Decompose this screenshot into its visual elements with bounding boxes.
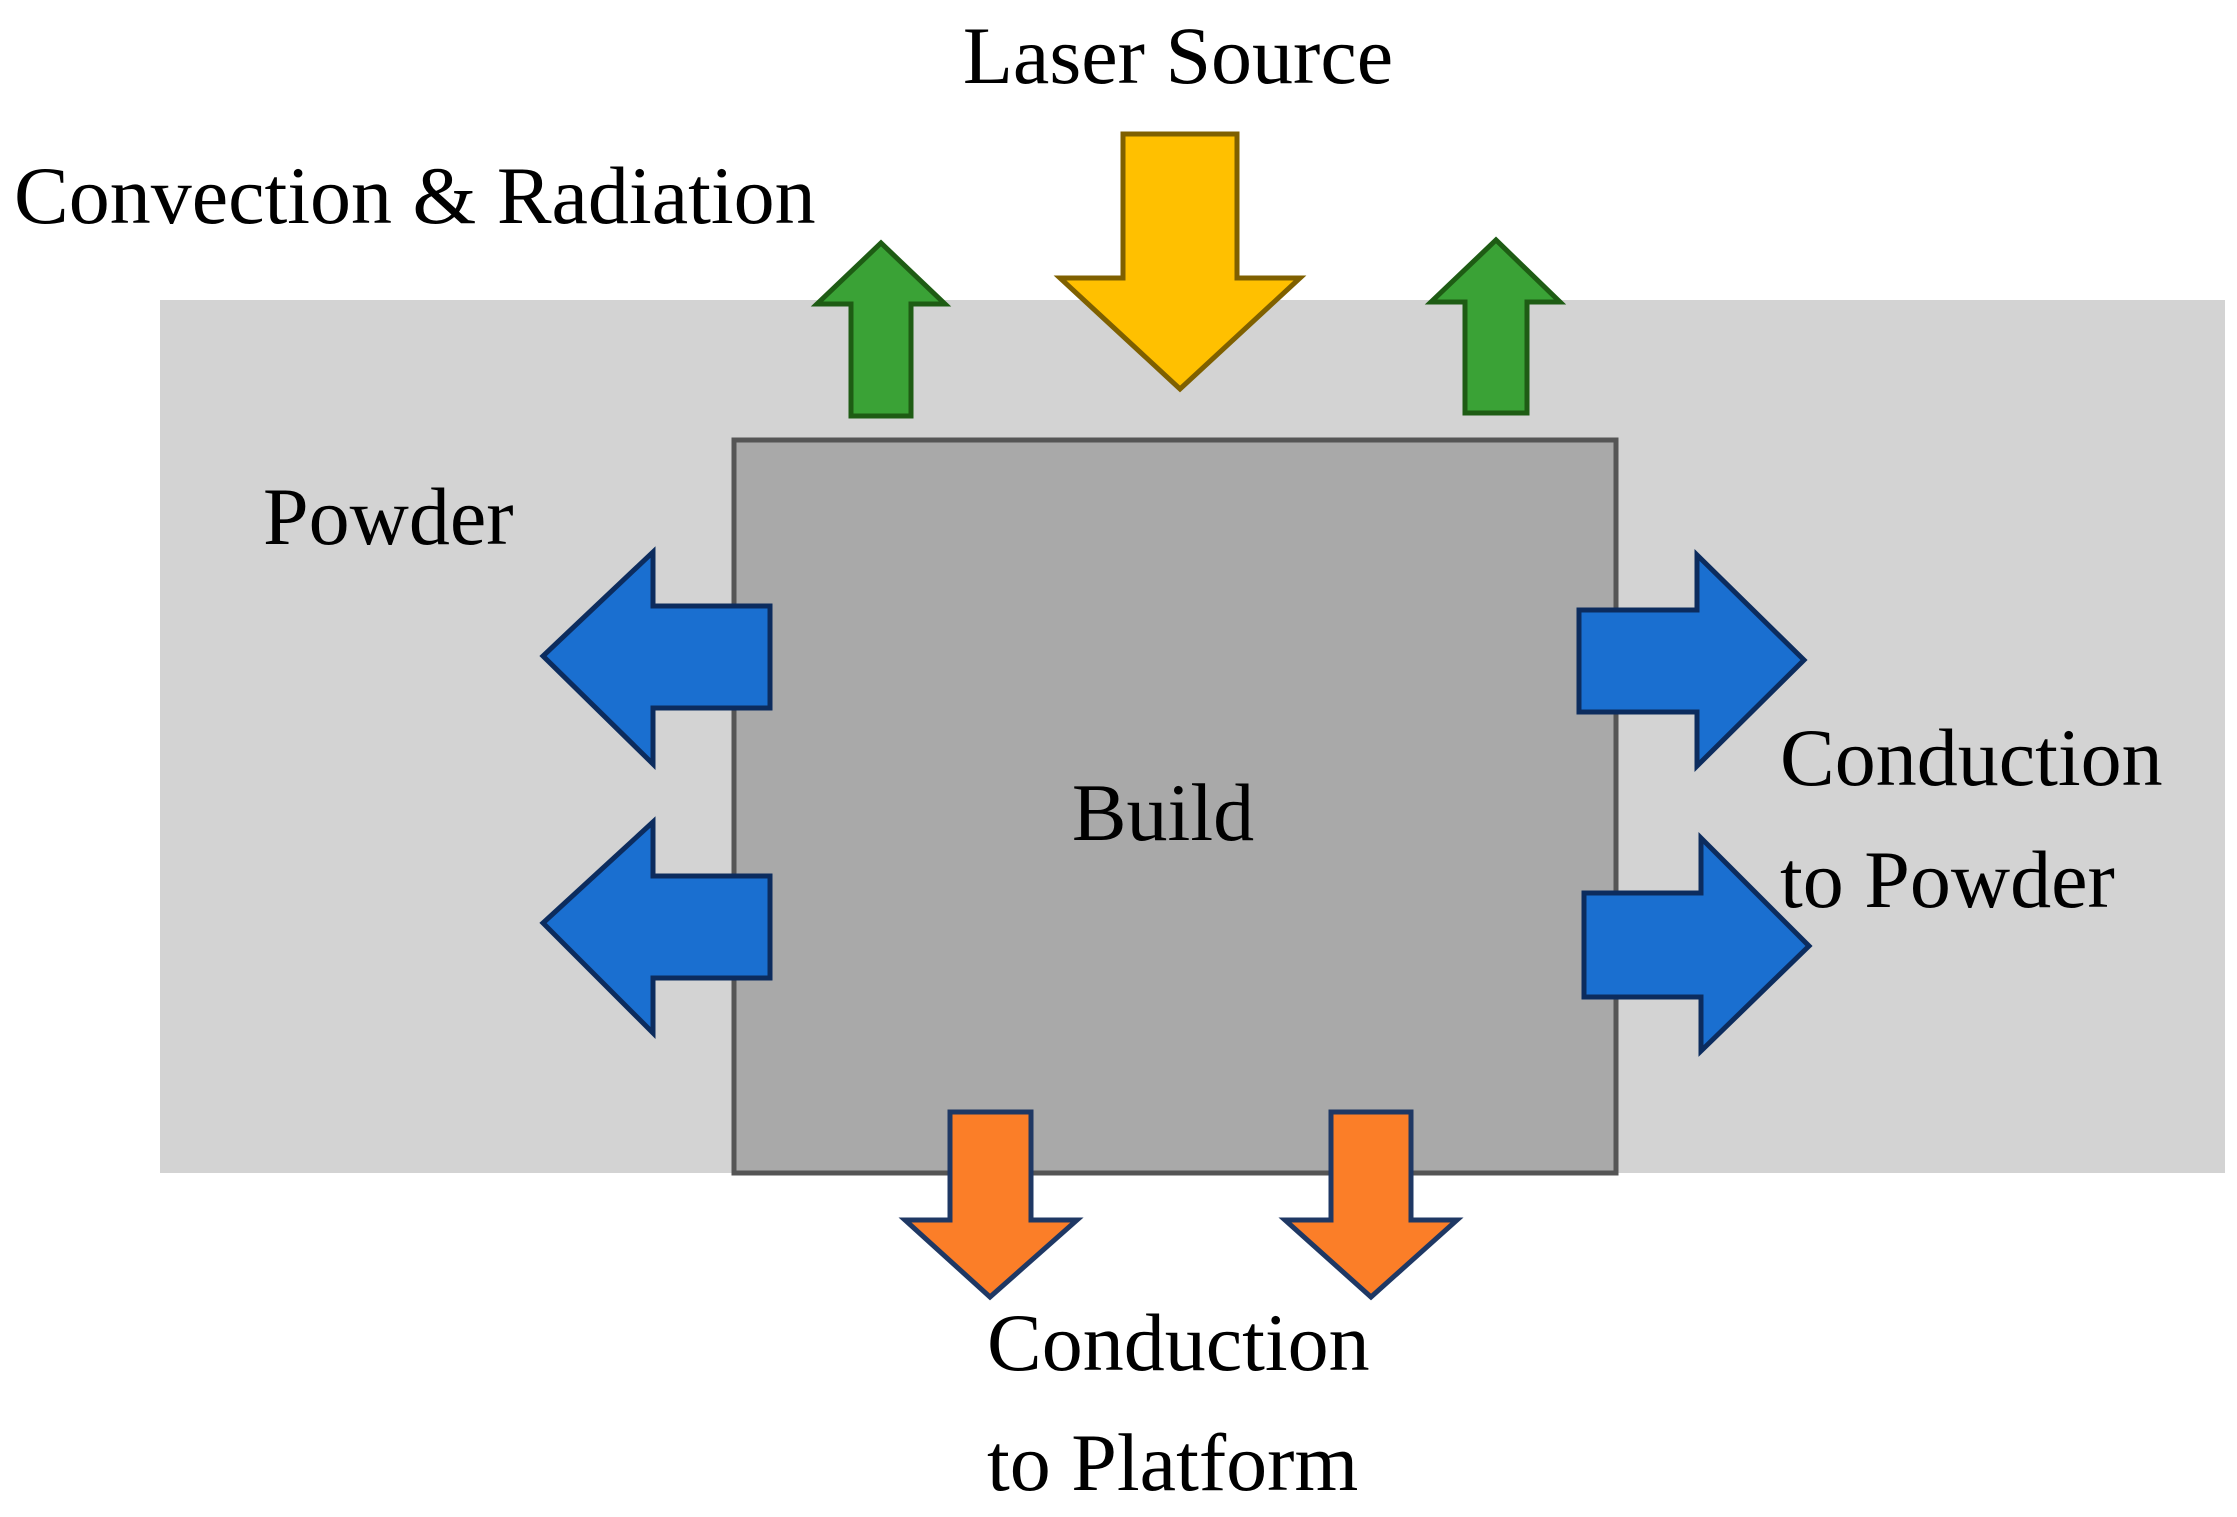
powder-conduction-arrow-right-bottom xyxy=(1581,831,1813,1057)
label-build: Build xyxy=(1072,767,1254,858)
label-conduction-to-platform-line2: to Platform xyxy=(987,1417,1358,1508)
label-conduction-to-powder-line1: Conduction xyxy=(1780,712,2163,803)
convection-arrow-right xyxy=(1424,236,1567,416)
platform-conduction-arrow-right xyxy=(1278,1109,1464,1301)
laser-arrow xyxy=(1053,131,1307,393)
label-convection-radiation: Convection & Radiation xyxy=(14,150,816,241)
platform-conduction-arrow-left xyxy=(898,1109,1084,1301)
powder-conduction-arrow-right-top xyxy=(1576,549,1808,772)
label-conduction-to-powder-line2: to Powder xyxy=(1780,834,2115,925)
label-laser-source: Laser Source xyxy=(963,10,1393,101)
convection-arrow-left xyxy=(810,239,952,419)
label-conduction-to-platform-line1: Conduction xyxy=(987,1297,1370,1388)
powder-conduction-arrow-left-top xyxy=(539,546,773,770)
label-powder: Powder xyxy=(263,471,514,562)
build-block xyxy=(731,437,1619,1176)
powder-conduction-arrow-left-bottom xyxy=(539,816,773,1040)
